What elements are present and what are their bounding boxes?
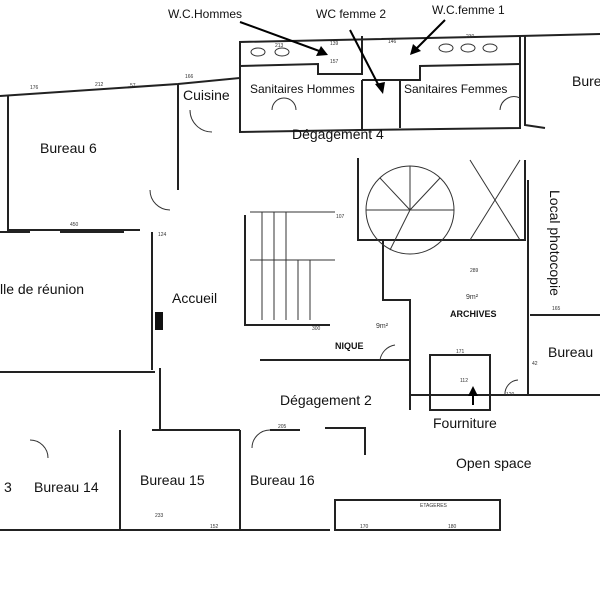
dimension-label: 165 [552, 306, 561, 312]
dimension-label: 233 [155, 513, 164, 519]
dimension-label: 120 [506, 392, 515, 398]
dimension-label: 289 [470, 268, 479, 274]
room-bureau-right: Bureau [548, 344, 593, 360]
straight-staircase [250, 211, 335, 320]
dimension-label: 124 [158, 232, 167, 238]
room-open-space: Open space [456, 455, 532, 471]
toilet-fixtures [250, 43, 498, 57]
room-bureau-16: Bureau 16 [250, 472, 315, 488]
dimension-label: 157 [330, 59, 339, 65]
room-cuisine: Cuisine [183, 87, 230, 103]
label-wc-hommes: W.C.Hommes [168, 7, 242, 21]
dimension-label: 212 [95, 82, 104, 88]
dimension-label: 139 [330, 41, 339, 47]
room-bureau-14: Bureau 14 [34, 479, 99, 495]
room-accueil: Accueil [172, 290, 217, 306]
room-degagement-4: Dégagement 4 [292, 126, 384, 142]
label-wc-femme-2: WC femme 2 [316, 7, 386, 21]
dimension-label: 171 [456, 349, 465, 355]
room-bureau-15: Bureau 15 [140, 472, 205, 488]
dimension-label: 42 [532, 361, 538, 367]
archives-area: 9m² [466, 294, 479, 301]
room-fourniture: Fourniture [433, 415, 497, 431]
dimension-label: 176 [30, 85, 39, 91]
dimension-label: 180 [448, 524, 457, 530]
dimension-label: 213 [275, 43, 284, 49]
dimension-label: 205 [278, 424, 287, 430]
dimension-label: 152 [210, 524, 219, 530]
spiral-staircase [365, 159, 521, 255]
room-sanitaires-femmes: Sanitaires Femmes [404, 82, 507, 96]
label-wc-femme-1: W.C.femme 1 [432, 3, 505, 17]
room-local-photocopie: Local photocopie [547, 190, 563, 296]
room-bureau-6: Bureau 6 [40, 140, 97, 156]
dimension-label: 170 [360, 524, 369, 530]
technique-area: 9m² [376, 323, 389, 330]
dimension-label: 107 [336, 214, 345, 220]
dimension-label: 300 [312, 326, 321, 332]
room-bureau-top-right: Bure [572, 73, 600, 89]
room-technique: NIQUE [335, 341, 364, 351]
dimension-label: 230 [466, 34, 475, 40]
room-sanitaires-hommes: Sanitaires Hommes [250, 82, 355, 96]
dimension-label: 112 [460, 378, 468, 384]
room-salle-reunion: lle de réunion [0, 281, 84, 297]
room-bureau-13: 3 [4, 479, 12, 495]
dimension-label: 450 [70, 222, 79, 228]
dimension-label: 166 [185, 74, 194, 80]
label-etageres: ETAGERES [420, 503, 448, 509]
dimension-label: 57 [130, 83, 136, 89]
dimension-label: 146 [388, 39, 397, 45]
walls [0, 33, 600, 531]
room-archives: ARCHIVES [450, 309, 497, 319]
annotation-arrows [155, 19, 478, 405]
doors [29, 96, 521, 459]
room-degagement-2: Dégagement 2 [280, 392, 372, 408]
